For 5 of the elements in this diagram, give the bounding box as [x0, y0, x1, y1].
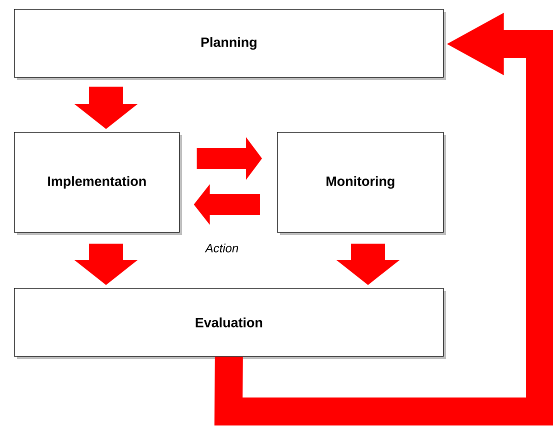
- process-box: Evaluation: [14, 288, 446, 359]
- process-box: Planning: [14, 9, 446, 80]
- process-box: Monitoring: [277, 132, 446, 235]
- action-label: Action: [204, 244, 238, 252]
- process-box: Implementation: [14, 132, 182, 235]
